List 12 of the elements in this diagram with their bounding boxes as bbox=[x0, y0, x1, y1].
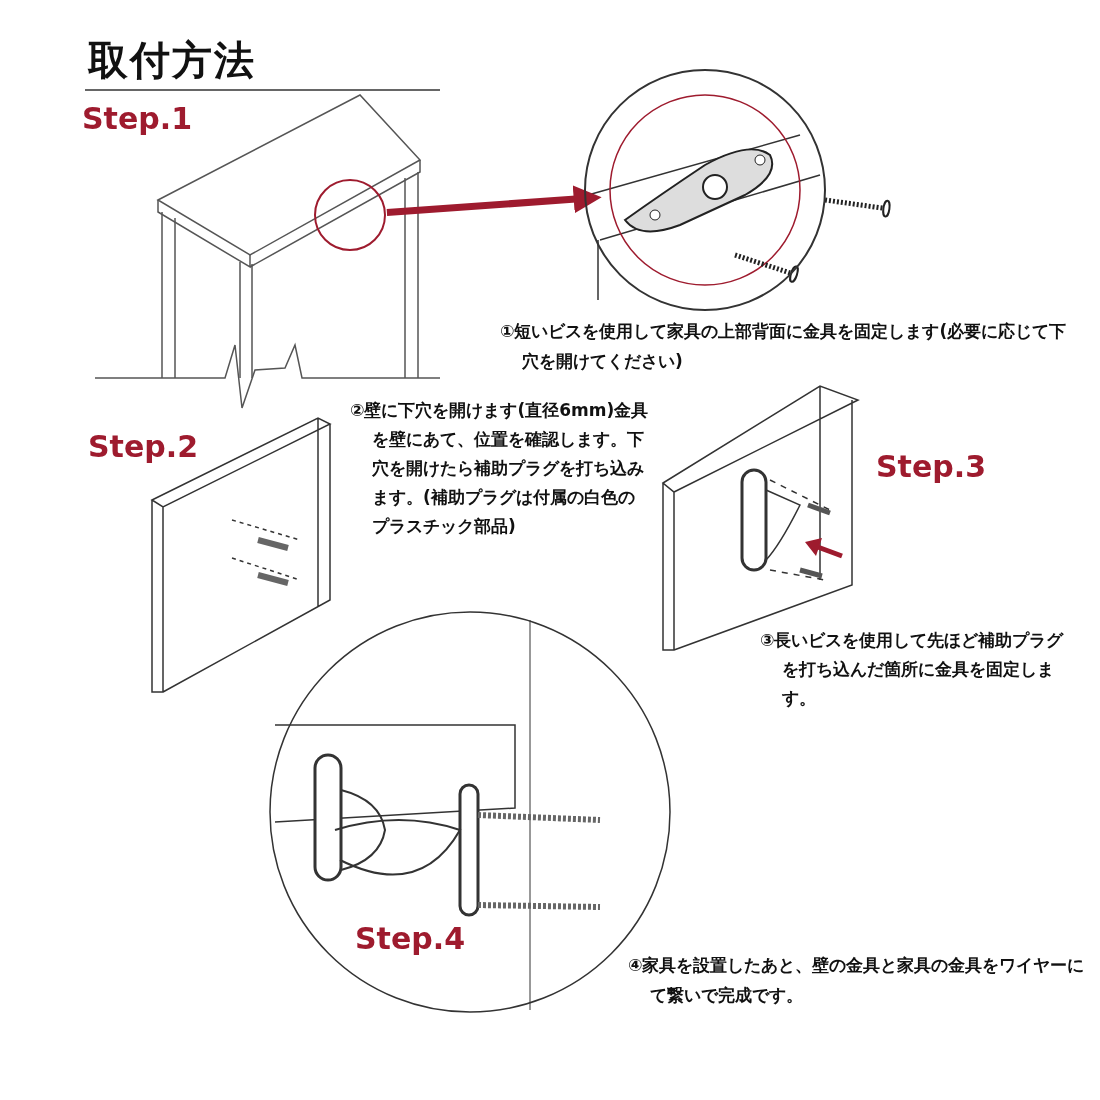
step-label: Step.3 bbox=[876, 448, 987, 486]
instruction-text: ②壁に下穴を開けます(直径6mm)金具を壁にあて、位置を確認します。下穴を開けたら補助プラグを打ち込みます。(補助プラグは付属の白色のプラスチック部品) bbox=[350, 399, 650, 538]
instruction-text: ④家具を設置したあと、壁の金具と家具の金具をワイヤーにて繋いで完成です。 bbox=[628, 954, 1086, 1007]
title: 取付方法 bbox=[88, 36, 256, 85]
step-label: Step.4 bbox=[355, 920, 466, 958]
step-label: Step.1 bbox=[82, 100, 193, 138]
instruction-text: ③長いビスを使用して先ほど補助プラグを打ち込んだ箇所に金具を固定します。 bbox=[760, 629, 1065, 710]
instruction-text: ①短いビスを使用して家具の上部背面に金具を固定します(必要に応じて下穴を開けてください) bbox=[500, 320, 1068, 373]
arrow bbox=[386, 185, 602, 216]
detail-circle bbox=[583, 68, 827, 312]
step-label: Step.2 bbox=[88, 428, 199, 466]
detail-circle bbox=[313, 178, 387, 252]
